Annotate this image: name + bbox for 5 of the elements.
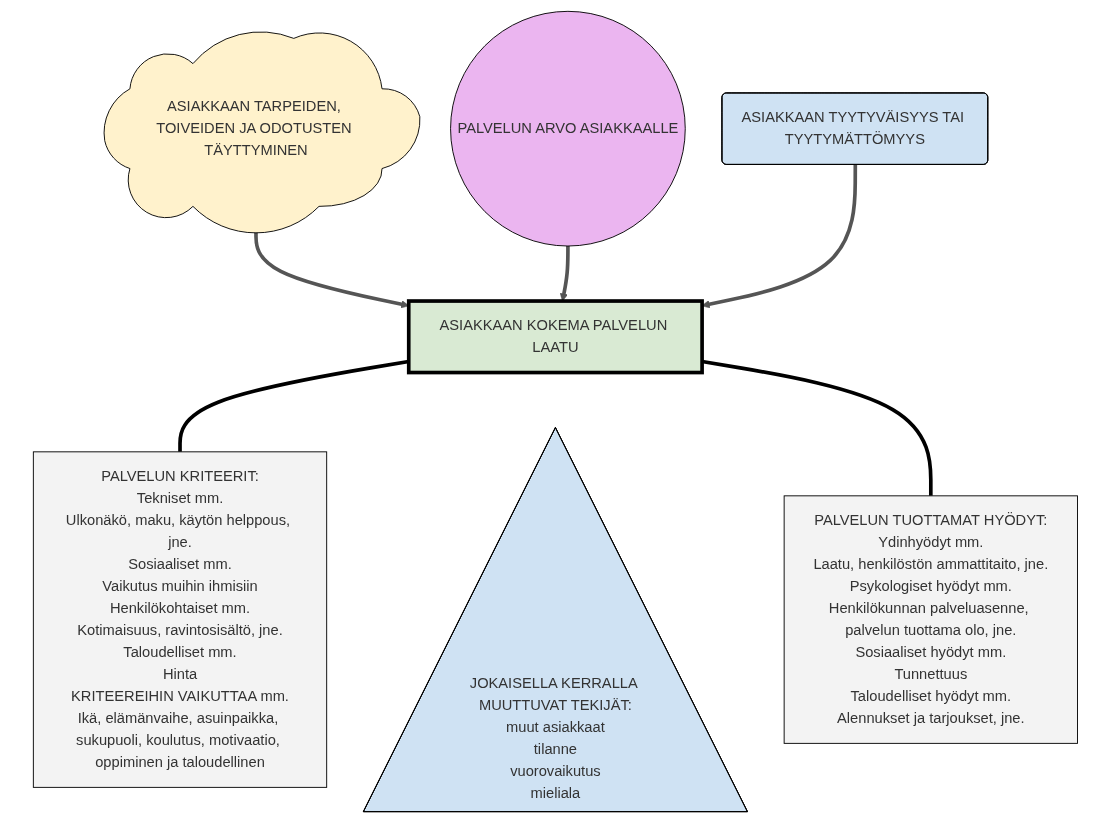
node-circle: PALVELUN ARVO ASIAKKAALLE [450, 10, 686, 247]
arrow [560, 246, 570, 302]
node-box: ASIAKKAAN KOKEMA PALVELUN LAATU [407, 299, 704, 375]
node-box: PALVELUN KRITEERIT: Tekniset mm. Ulkonäkö, maku, käytön helppous, jne. Sosiaaliset mm. Vaikutus muihin ihmisiin Henkilökohtaiset mm. Kotimaisuus, ravintosisältö, jne. Taloudelliset mm. Hinta KRITEEREIHIN VAIKUTTAA mm. Ikä, elämänvaihe, asuinpaikka, sukupuoli, koulutus, motivaatio, oppiminen ja taloudellinen [32, 451, 328, 788]
node-box: PALVELUN TUOTTAMAT HYÖDYT: Ydinhyödyt mm. Laatu, henkilöstön ammattitaito, jne. Psykologiset hyödyt mm. Henkilökunnan palveluasenne, palvelun tuottama olo, jne. Sosiaaliset hyödyt mm. Tunnettuus Taloudelliset hyödyt mm. Alennukset ja tarjoukset, jne. [783, 495, 1079, 744]
